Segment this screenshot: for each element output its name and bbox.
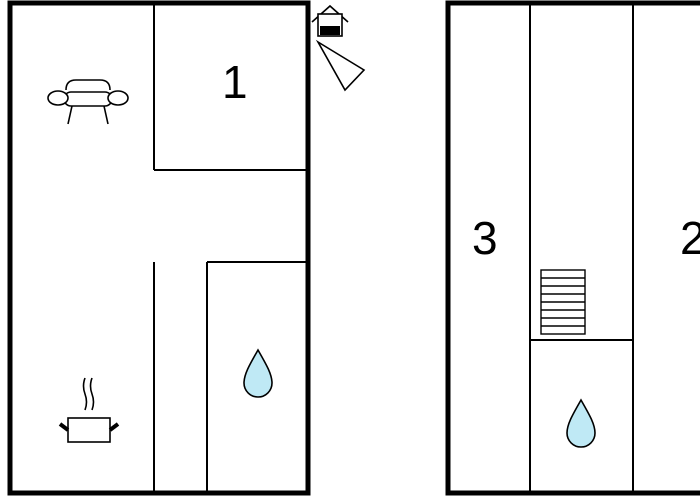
room-label-1: 1 [222, 56, 248, 108]
room-label-3: 3 [472, 212, 498, 264]
entrance-house-icon [311, 4, 349, 37]
floor-right: 3 2 [445, 0, 700, 496]
cooking-pot-icon [58, 377, 120, 443]
sofa-icon [47, 79, 129, 125]
floor-left: 1 [7, 0, 311, 496]
room-label-2: 2 [680, 212, 700, 264]
floor-left-outer-wall [7, 0, 311, 496]
view-direction-icon [315, 39, 366, 92]
water-drop-icon [566, 398, 596, 448]
water-drop-icon [243, 348, 273, 398]
floor-right-outer-wall [445, 0, 700, 496]
stairs-icon [540, 269, 586, 335]
